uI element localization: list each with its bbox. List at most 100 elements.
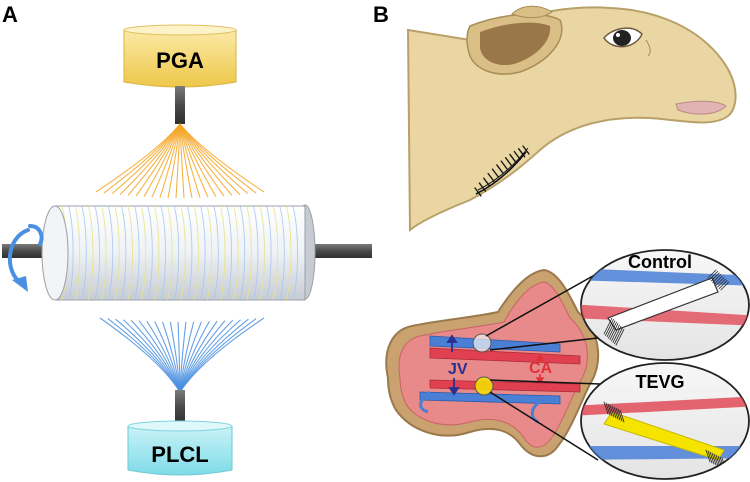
graft-fringe (603, 317, 613, 335)
winding-fiber (94, 206, 100, 300)
winding-fiber (160, 206, 166, 300)
suture-stitch (478, 182, 487, 192)
graft-fringe (609, 323, 619, 341)
pga-fiber-spray (95, 123, 265, 199)
graft-fringe (605, 402, 611, 416)
graft-fringe (713, 453, 719, 467)
winding-fiber (266, 206, 272, 300)
panel-b-label: B (373, 2, 389, 27)
graft-fringe (617, 408, 623, 422)
graft-fringe (718, 280, 728, 289)
winding-fiber (233, 206, 239, 300)
winding-fiber (259, 206, 265, 300)
plcl-source: PLCL (127, 420, 233, 476)
winding-fiber (101, 206, 107, 300)
plcl-label: PLCL (151, 442, 208, 467)
winding-fiber (87, 206, 94, 300)
suture-stitch (517, 148, 526, 158)
winding-fiber (186, 206, 193, 300)
graft-fringe (709, 451, 715, 465)
winding-fiber (292, 206, 298, 300)
winding-fiber (246, 206, 252, 300)
rotation-arrow-icon (7, 224, 44, 292)
collector-mandrel (2, 204, 372, 301)
winding-fiber (272, 206, 279, 300)
graft-fringe (603, 401, 609, 415)
jv-arrow-icon (446, 334, 460, 396)
graft-fringe (715, 454, 721, 468)
plcl-fiber (179, 317, 265, 393)
suture-stitch (487, 172, 495, 183)
winding-fiber (114, 206, 120, 300)
control-graft-marker (472, 333, 492, 353)
drum-end-cap (41, 205, 69, 301)
graft-fringe (715, 277, 725, 286)
control-label: Control (628, 252, 692, 272)
winding-fiber (127, 206, 133, 300)
tevg-graft-marker (474, 376, 494, 396)
winding-fiber (206, 206, 213, 300)
winding-fiber (81, 206, 87, 300)
winding-fiber (134, 206, 140, 300)
graft-fringe (607, 403, 613, 417)
graft-fringe (612, 325, 622, 343)
graft-fringe (611, 324, 620, 342)
winding-fiber (213, 206, 219, 300)
graft-fringe (711, 452, 717, 466)
graft-fringe (720, 281, 730, 291)
panel-b: B (373, 2, 750, 480)
winding-fiber (252, 206, 259, 300)
panel-a-label: A (2, 2, 18, 27)
ca-arrow-icon (535, 353, 545, 385)
plcl-needle (175, 390, 185, 424)
tevg-label: TEVG (635, 372, 684, 392)
winding-fiber (239, 206, 246, 300)
graft-fringe (707, 269, 717, 279)
suture-stitch (509, 153, 517, 164)
winding-fiber (193, 206, 199, 300)
fiber-winding (61, 206, 298, 300)
graft-fringe (714, 275, 723, 285)
winding-fiber (140, 206, 147, 300)
winding-fiber (180, 206, 186, 300)
suture-stitch (496, 164, 504, 174)
graft-fringe (611, 405, 617, 419)
plcl-fiber-spray (99, 317, 265, 393)
graft-fringe (605, 318, 614, 336)
pga-source: PGA (123, 24, 237, 88)
graft-fringe (614, 327, 623, 345)
jv-label: JV (448, 361, 468, 378)
graft-fringe (705, 449, 711, 463)
graft-fringe (606, 320, 616, 338)
suture-stitch (491, 168, 500, 178)
drum-body (54, 205, 306, 301)
pga-label: PGA (156, 48, 204, 73)
sheep-head-illustration (406, 5, 737, 233)
winding-fiber (120, 206, 127, 300)
zoom-leader-lines (485, 271, 601, 461)
neck-cross-section: JV CA (385, 268, 601, 461)
graft-fringe (608, 321, 617, 339)
winding-fiber (226, 206, 232, 300)
ca-label: CA (529, 360, 553, 377)
graft-fringe (707, 450, 713, 464)
panel-a: A PGA PLCL (2, 2, 372, 476)
suture-incision-icon (474, 145, 530, 197)
graft-fringe (609, 404, 615, 418)
graft-fringe (619, 409, 625, 423)
graft-fringe (615, 328, 625, 346)
suture-stitch (483, 177, 491, 187)
graft-fringe (709, 271, 718, 280)
suture-stitch (504, 156, 513, 167)
pga-fiber (179, 123, 265, 193)
pga-fiber (95, 123, 181, 193)
graft-fringe (712, 274, 722, 283)
winding-fiber (107, 206, 114, 300)
plcl-fiber (99, 317, 181, 393)
graft-fringe (615, 407, 621, 421)
winding-fiber (153, 206, 160, 300)
winding-fiber (219, 206, 226, 300)
graft-fringe (710, 272, 720, 282)
control-inset: Control (580, 249, 750, 361)
